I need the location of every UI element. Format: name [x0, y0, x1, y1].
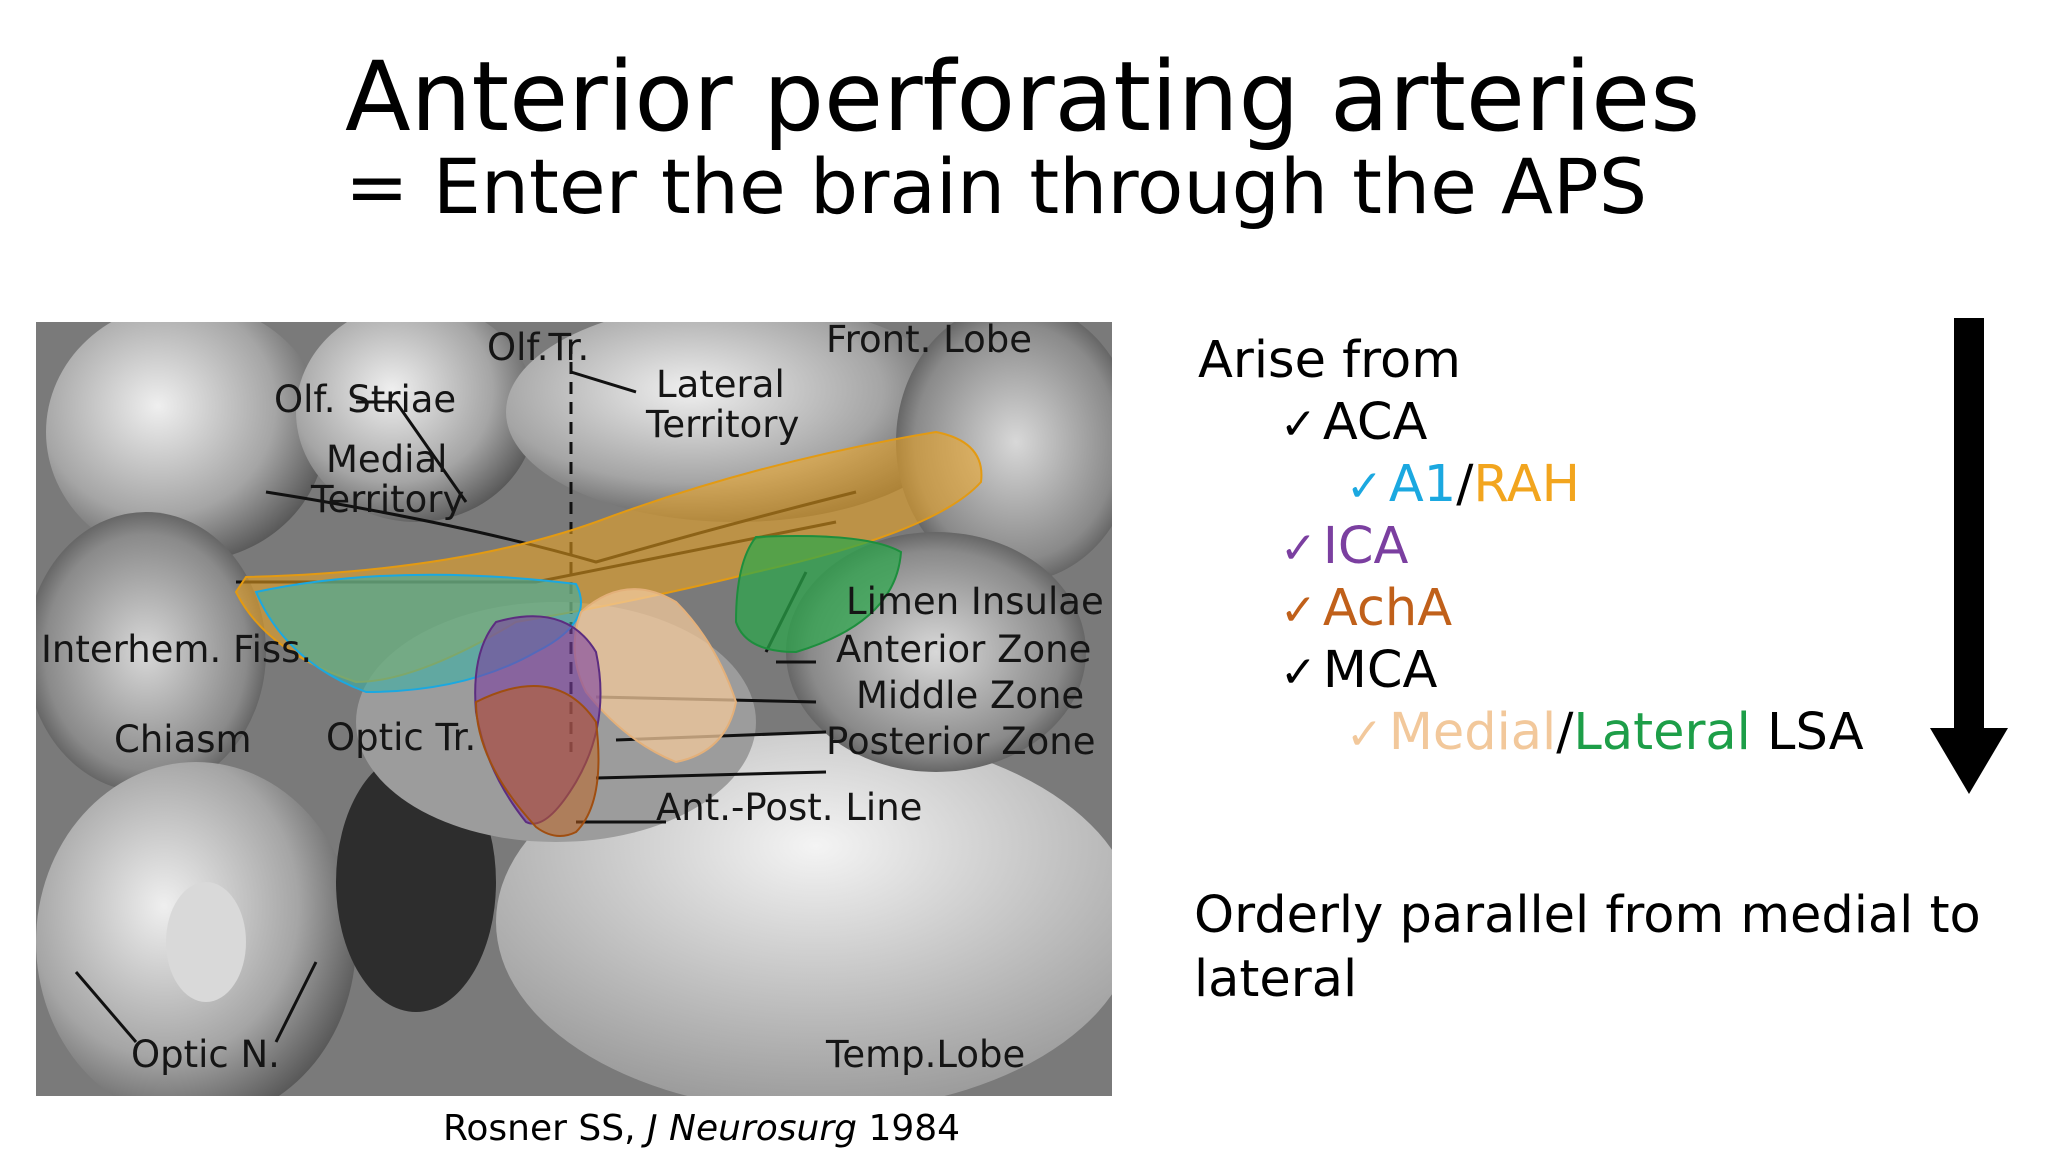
list-item-acha: ✓AchA [1280, 578, 1452, 642]
overlay-lateral-lsa [734, 535, 903, 654]
overlay-acha [474, 685, 600, 837]
label-front-lobe: Front. Lobe [826, 322, 1032, 361]
aca-label: ACA [1322, 393, 1428, 452]
a1-label: A1 [1388, 455, 1457, 514]
list-item-a1-rah: ✓A1/RAH [1346, 454, 1580, 518]
gyrus [296, 322, 536, 522]
label-interhem-fiss: Interhem. Fiss. [41, 628, 312, 671]
label-lateral: Lateral [656, 363, 785, 406]
lateral-lsa-label: Lateral [1573, 703, 1751, 762]
check-icon: ✓ [1280, 399, 1317, 450]
rah-label: RAH [1473, 455, 1581, 514]
label-ant-post-line: Ant.-Post. Line [656, 786, 922, 829]
label-territory-medial: Territory [310, 478, 464, 521]
figure-caption: Rosner SS, J Neurosurg 1984 [443, 1108, 960, 1150]
ica-label: ICA [1322, 517, 1409, 576]
gyrus [46, 322, 326, 562]
brain-figure: Olf.Tr. Front. Lobe Olf. Striae Lateral … [36, 322, 1112, 1096]
check-icon: ✓ [1280, 523, 1317, 574]
check-icon: ✓ [1346, 461, 1383, 512]
acha-label: AchA [1322, 579, 1453, 638]
lsa-label: LSA [1750, 703, 1864, 762]
leader-line [74, 971, 138, 1043]
label-olf-striae: Olf. Striae [274, 378, 456, 421]
leader-line [595, 770, 827, 780]
label-middle-zone: Middle Zone [856, 674, 1084, 717]
slide-subtitle: = Enter the brain through the APS [345, 142, 1648, 231]
caption-year: 1984 [857, 1108, 961, 1149]
gyrus [896, 322, 1112, 582]
list-item-ica: ✓ICA [1280, 516, 1408, 580]
leader-line [356, 400, 468, 503]
brain-illustration: Olf.Tr. Front. Lobe Olf. Striae Lateral … [36, 322, 1112, 1096]
mca-label: MCA [1322, 641, 1438, 700]
list-item-mca: ✓MCA [1280, 640, 1437, 704]
caption-journal: J Neurosurg [646, 1108, 857, 1149]
check-icon: ✓ [1280, 647, 1317, 698]
label-territory-lateral: Territory [645, 403, 799, 446]
list-item-aca: ✓ACA [1280, 392, 1427, 456]
label-chiasm: Chiasm [114, 718, 252, 761]
optic-nerve-cut [166, 882, 246, 1002]
check-icon: ✓ [1280, 585, 1317, 636]
check-icon: ✓ [1346, 709, 1383, 760]
slide-title: Anterior perforating arteries [345, 41, 1701, 153]
leader-line [274, 961, 318, 1043]
slash-separator: / [1456, 455, 1474, 514]
caption-author: Rosner SS, [443, 1108, 647, 1149]
ordering-note: Orderly parallel from medial to lateral [1194, 886, 1981, 1009]
label-medial: Medial [326, 438, 447, 481]
leader-line [570, 370, 637, 394]
label-posterior-zone: Posterior Zone [826, 720, 1095, 763]
label-limen-insulae: Limen Insulae [846, 580, 1104, 623]
label-optic-n: Optic N. [131, 1033, 280, 1076]
list-item-lsa: ✓Medial/Lateral LSA [1346, 702, 1864, 766]
label-olf-tr: Olf.Tr. [487, 326, 589, 369]
label-temp-lobe: Temp.Lobe [825, 1033, 1025, 1076]
down-arrow-icon [1930, 318, 2008, 794]
list-heading: Arise from [1198, 331, 1461, 390]
label-optic-tr: Optic Tr. [326, 716, 476, 759]
medial-lsa-label: Medial [1388, 703, 1557, 762]
label-anterior-zone: Anterior Zone [836, 628, 1091, 671]
gyrus [36, 512, 266, 792]
slash-separator: / [1556, 703, 1574, 762]
